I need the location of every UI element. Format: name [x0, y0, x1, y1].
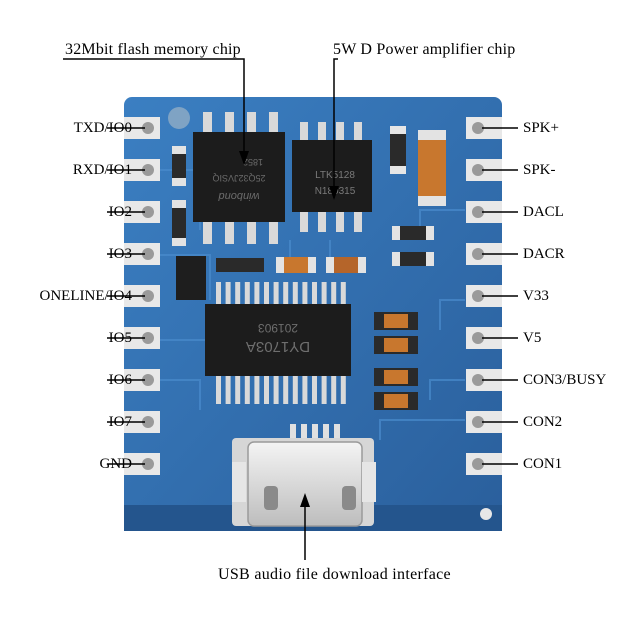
chip-pin	[292, 376, 298, 404]
left-pin-label: IO2	[108, 204, 132, 220]
main-part-text: DY1703A	[246, 338, 310, 355]
amp-chip-callout: 5W D Power amplifier chip	[333, 41, 516, 58]
pad-via	[472, 332, 484, 344]
pad-via	[142, 248, 154, 260]
pad-via	[142, 290, 154, 302]
pad-via	[472, 416, 484, 428]
chip-pin	[235, 376, 241, 404]
pad-via	[142, 206, 154, 218]
right-pin-label: CON1	[523, 456, 563, 472]
pad-via	[142, 458, 154, 470]
chip-pin	[216, 282, 221, 304]
chip-pin	[225, 376, 231, 404]
chip-pin	[216, 376, 221, 404]
pad-via	[472, 164, 484, 176]
left-pin-label: IO7	[108, 414, 132, 430]
right-pin-label: SPK+	[523, 120, 559, 136]
chip-pin	[264, 376, 269, 404]
chip-pin	[331, 282, 337, 304]
chip-pin	[321, 282, 327, 304]
right-pin-label: V5	[523, 330, 542, 346]
chip-pin	[312, 282, 317, 304]
usb-interface-callout: USB audio file download interface	[218, 566, 451, 583]
main-code-text: 201903	[258, 321, 298, 335]
left-pin-label: ONELINE/IO4	[39, 288, 132, 304]
flash-code-text: 1852	[243, 157, 263, 167]
left-pin-label: IO5	[108, 330, 132, 346]
flash-memory-chip: winbond 25Q32JVSIQ 1852	[193, 112, 285, 244]
right-pin-label: V33	[523, 288, 549, 304]
leader-lines	[63, 58, 338, 560]
pad-via	[472, 206, 484, 218]
smd-components	[172, 126, 446, 410]
chip-pin	[244, 376, 250, 404]
left-pin-label: IO6	[108, 372, 132, 388]
pad-via	[142, 416, 154, 428]
chip-pin	[283, 376, 289, 404]
chip-pin	[292, 282, 298, 304]
chip-pin	[321, 376, 327, 404]
right-pin-label: SPK-	[523, 162, 556, 178]
chip-pin	[225, 282, 231, 304]
chip-pin	[235, 282, 241, 304]
mounting-hole	[480, 508, 492, 520]
mounting-hole	[168, 107, 190, 129]
chip-pin	[264, 282, 269, 304]
pad-via	[142, 164, 154, 176]
chip-pin	[254, 376, 260, 404]
pad-via	[472, 122, 484, 134]
chip-pin	[254, 282, 260, 304]
left-pin-label: IO3	[108, 246, 132, 262]
right-pin-label: DACR	[523, 246, 565, 262]
chip-pin	[312, 376, 317, 404]
chip-pin	[273, 376, 279, 404]
flash-part-text: 25Q32JVSIQ	[212, 173, 265, 183]
pad-via	[472, 374, 484, 386]
pad-via	[142, 122, 154, 134]
chip-pin	[340, 376, 346, 404]
chip-pin	[302, 376, 308, 404]
main-decoder-chip: DY1703A 201903	[205, 282, 351, 404]
left-pin-label: GND	[99, 456, 133, 472]
chip-pin	[331, 376, 337, 404]
right-pin-label: DACL	[523, 204, 564, 220]
usb-connector	[232, 424, 376, 527]
chip-pin	[340, 282, 346, 304]
amp-part-text: LTK5128	[315, 170, 355, 181]
right-pin-label: CON2	[523, 414, 563, 430]
left-pin-label: RXD/IO1	[72, 162, 132, 178]
left-pin-label: TXD/IO0	[73, 120, 132, 136]
arrow-heads	[239, 151, 339, 507]
pad-via	[142, 332, 154, 344]
pad-via	[142, 374, 154, 386]
pad-via	[472, 458, 484, 470]
chip-pin	[244, 282, 250, 304]
chip-pin	[283, 282, 289, 304]
pad-via	[472, 248, 484, 260]
pin-leader-lines	[107, 127, 518, 465]
flash-chip-callout: 32Mbit flash memory chip	[65, 41, 241, 58]
flash-brand-text: winbond	[218, 190, 260, 202]
right-pin-label: CON3/BUSY	[523, 372, 607, 388]
chip-pin	[273, 282, 279, 304]
pad-via	[472, 290, 484, 302]
chip-pin	[302, 282, 308, 304]
